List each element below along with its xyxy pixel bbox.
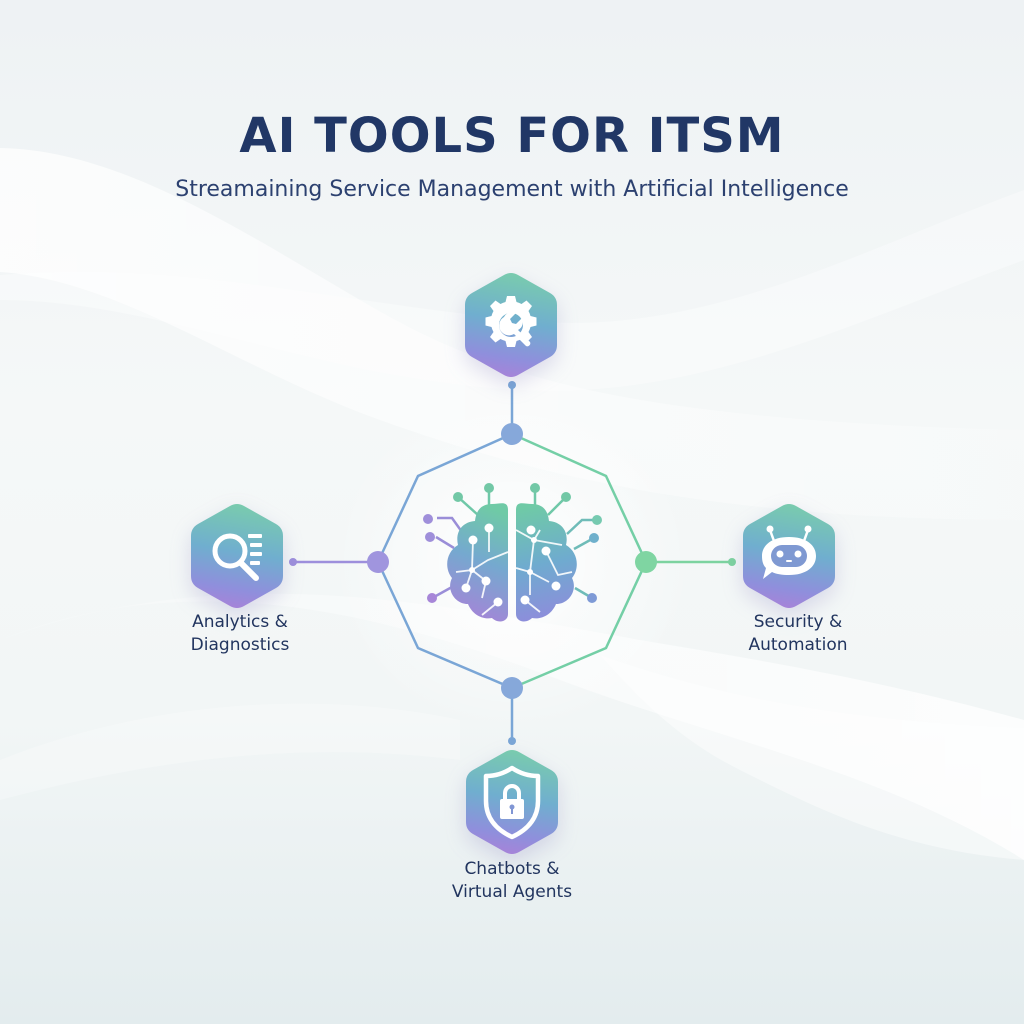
label-left-line2: Diagnostics	[190, 635, 290, 655]
gear-wrench-icon	[485, 296, 537, 347]
label-bottom-line1: Chatbots &	[464, 859, 560, 879]
hex-tile-bottom[interactable]	[465, 749, 559, 855]
label-left-line1: Analytics &	[192, 612, 288, 632]
label-bottom-line2: Virtual Agents	[451, 882, 573, 902]
hex-tile-left[interactable]	[190, 503, 284, 609]
page-subtitle: Streamaining Service Management with Art…	[175, 177, 849, 202]
brain-circuit-icon	[423, 483, 602, 622]
label-right-line2: Automation	[748, 635, 848, 655]
label-right-line1: Security &	[753, 612, 843, 632]
label-right: Security & Automation	[698, 611, 898, 657]
hex-tile-top[interactable]	[464, 272, 558, 378]
magnifier-analytics-icon	[212, 533, 262, 581]
label-left: Analytics & Diagnostics	[140, 611, 340, 657]
page-title: AI TOOLS FOR ITSM	[239, 108, 785, 164]
shield-lock-icon	[483, 765, 541, 840]
chatbot-robot-icon	[762, 525, 816, 579]
label-bottom: Chatbots & Virtual Agents	[412, 858, 612, 904]
hex-tile-right[interactable]	[742, 503, 836, 609]
